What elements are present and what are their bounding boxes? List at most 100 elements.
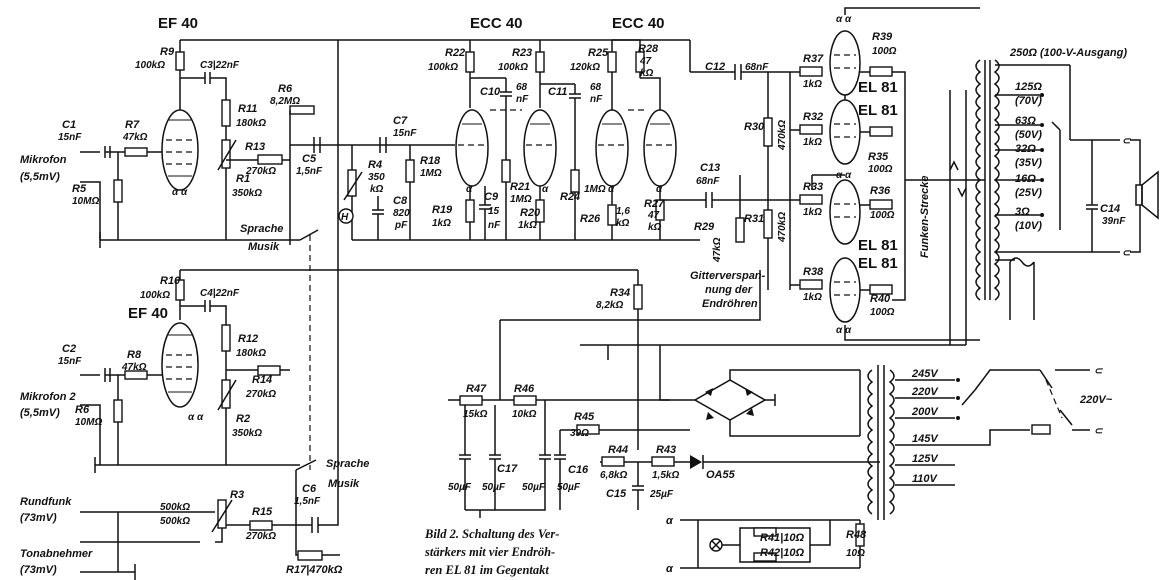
svg-text:ren EL 81 im Gegentakt: ren EL 81 im Gegentakt (425, 563, 549, 577)
svg-text:R22: R22 (445, 47, 465, 59)
svg-text:68nF: 68nF (696, 176, 720, 187)
svg-text:63Ω: 63Ω (1015, 115, 1036, 127)
ef40-1-tube (161, 109, 199, 191)
mic1-level: (5,5mV) (20, 171, 60, 183)
svg-text:R7: R7 (125, 119, 140, 131)
svg-text:⊂: ⊂ (1094, 366, 1104, 377)
svg-text:R8: R8 (127, 349, 142, 361)
svg-text:68: 68 (516, 82, 528, 93)
svg-text:8,2MΩ: 8,2MΩ (270, 96, 300, 107)
el81-tube-3 (829, 179, 861, 245)
svg-text:100kΩ: 100kΩ (428, 62, 458, 73)
svg-text:3Ω: 3Ω (1015, 206, 1030, 218)
svg-text:ECC 40: ECC 40 (612, 15, 665, 32)
svg-text:α α: α α (172, 187, 188, 198)
svg-text:C11: C11 (548, 86, 567, 98)
svg-text:R11: R11 (238, 103, 257, 115)
tube-label-ef40-1: EF 40 (158, 15, 198, 32)
svg-text:100Ω: 100Ω (872, 46, 897, 57)
svg-text:ECC 40: ECC 40 (470, 15, 523, 32)
svg-text:C16: C16 (568, 464, 589, 476)
phono-label: Tonabnehmer (20, 548, 93, 560)
svg-text:39nF: 39nF (1102, 216, 1126, 227)
svg-text:470kΩ: 470kΩ (777, 120, 788, 151)
radio-level: (73mV) (20, 512, 57, 524)
mic2-level: (5,5mV) (20, 407, 60, 419)
output-transformer: 250Ω (100-V-Ausgang) 125Ω (70V) 63Ω (50V… (975, 47, 1159, 320)
svg-text:(70V): (70V) (1015, 95, 1042, 107)
ecc40-stage-2: ECC 40 R25 120kΩ R28 47 kΩ α α R26 1,6 k… (570, 15, 790, 263)
speech-music-switch-1[interactable] (299, 229, 319, 241)
svg-text:1,5nF: 1,5nF (296, 166, 323, 177)
speech-music-switch-2[interactable] (295, 459, 317, 471)
svg-text:350: 350 (368, 172, 385, 183)
svg-text:R14: R14 (252, 374, 272, 386)
svg-text:15nF: 15nF (58, 356, 82, 367)
svg-text:R1: R1 (236, 173, 250, 185)
ef40-stage-2: EF 40 R10 100kΩ C4|22nF R12 180kΩ R2 350… (20, 270, 300, 473)
mains-voltage: 220V~ (1079, 394, 1113, 406)
power-supply: R47 15kΩ R46 10kΩ C17 50µF 50µF C16 50µF… (448, 270, 1113, 575)
svg-text:270kΩ: 270kΩ (245, 531, 276, 542)
svg-text:kΩ: kΩ (640, 68, 654, 79)
svg-text:C15: C15 (606, 488, 627, 500)
svg-text:(10V): (10V) (1015, 220, 1042, 232)
svg-text:R3: R3 (230, 489, 244, 501)
svg-text:Sprache: Sprache (326, 458, 369, 470)
switch-label-music: Musik (248, 241, 280, 253)
el81-label-4: EL 81 (858, 255, 898, 272)
svg-text:R32: R32 (803, 111, 823, 123)
svg-text:R29: R29 (694, 221, 715, 233)
svg-text:kΩ: kΩ (616, 218, 630, 229)
svg-text:1,5nF: 1,5nF (294, 496, 321, 507)
svg-text:1kΩ: 1kΩ (803, 292, 822, 303)
svg-text:270kΩ: 270kΩ (245, 166, 276, 177)
svg-text:kΩ: kΩ (648, 222, 662, 233)
svg-text:⊂: ⊂ (1122, 136, 1132, 147)
svg-text:C9: C9 (484, 191, 499, 203)
svg-text:R46: R46 (514, 383, 535, 395)
svg-text:R33: R33 (803, 181, 823, 193)
svg-text:pF: pF (394, 220, 408, 231)
svg-text:1kΩ: 1kΩ (518, 220, 537, 231)
svg-text:C3|22nF: C3|22nF (200, 60, 240, 71)
svg-text:50µF: 50µF (557, 482, 581, 493)
ef40-2-tube (161, 322, 199, 408)
spark-gap: Funken-Strecke (580, 90, 967, 360)
svg-text:R4: R4 (368, 159, 382, 171)
switch-label-speech: Sprache (240, 223, 283, 235)
mains-switch[interactable] (1039, 369, 1053, 389)
svg-text:1kΩ: 1kΩ (803, 137, 822, 148)
svg-text:Funken-Strecke: Funken-Strecke (919, 175, 931, 258)
svg-text:R15: R15 (252, 506, 273, 518)
svg-text:R43: R43 (656, 444, 676, 456)
ef40-stage-1: EF 40 R9 100kΩ C3|22nF R11 180kΩ R1 350k… (20, 15, 300, 248)
svg-text:15nF: 15nF (393, 128, 417, 139)
svg-text:270kΩ: 270kΩ (245, 389, 276, 400)
svg-text:R18: R18 (420, 155, 441, 167)
line-input-section: Rundfunk (73mV) Tonabnehmer (73mV) R3 50… (20, 270, 343, 580)
svg-text:⊂: ⊂ (1094, 426, 1104, 437)
svg-text:R48: R48 (846, 529, 867, 541)
svg-text:68: 68 (590, 82, 602, 93)
svg-text:125Ω: 125Ω (1015, 81, 1042, 93)
output-tap-selector[interactable] (1051, 121, 1061, 131)
svg-text:R34: R34 (610, 287, 630, 299)
svg-text:(35V): (35V) (1015, 157, 1042, 169)
mic1-label: Mikrofon (20, 154, 67, 166)
svg-text:nF: nF (590, 94, 603, 105)
svg-text:1kΩ: 1kΩ (432, 218, 451, 229)
mic2-label: Mikrofon 2 (20, 391, 76, 403)
svg-text:R36: R36 (870, 185, 891, 197)
svg-text:C4|22nF: C4|22nF (200, 288, 240, 299)
svg-text:R6: R6 (278, 83, 293, 95)
svg-text:245V: 245V (911, 368, 939, 380)
voltage-selector-switch[interactable] (961, 389, 976, 406)
svg-text:120kΩ: 120kΩ (570, 62, 600, 73)
svg-text:32Ω: 32Ω (1015, 143, 1036, 155)
svg-text:68nF: 68nF (745, 62, 769, 73)
svg-text:C6: C6 (302, 483, 317, 495)
svg-text:R26: R26 (580, 213, 601, 225)
svg-text:C12: C12 (705, 61, 725, 73)
